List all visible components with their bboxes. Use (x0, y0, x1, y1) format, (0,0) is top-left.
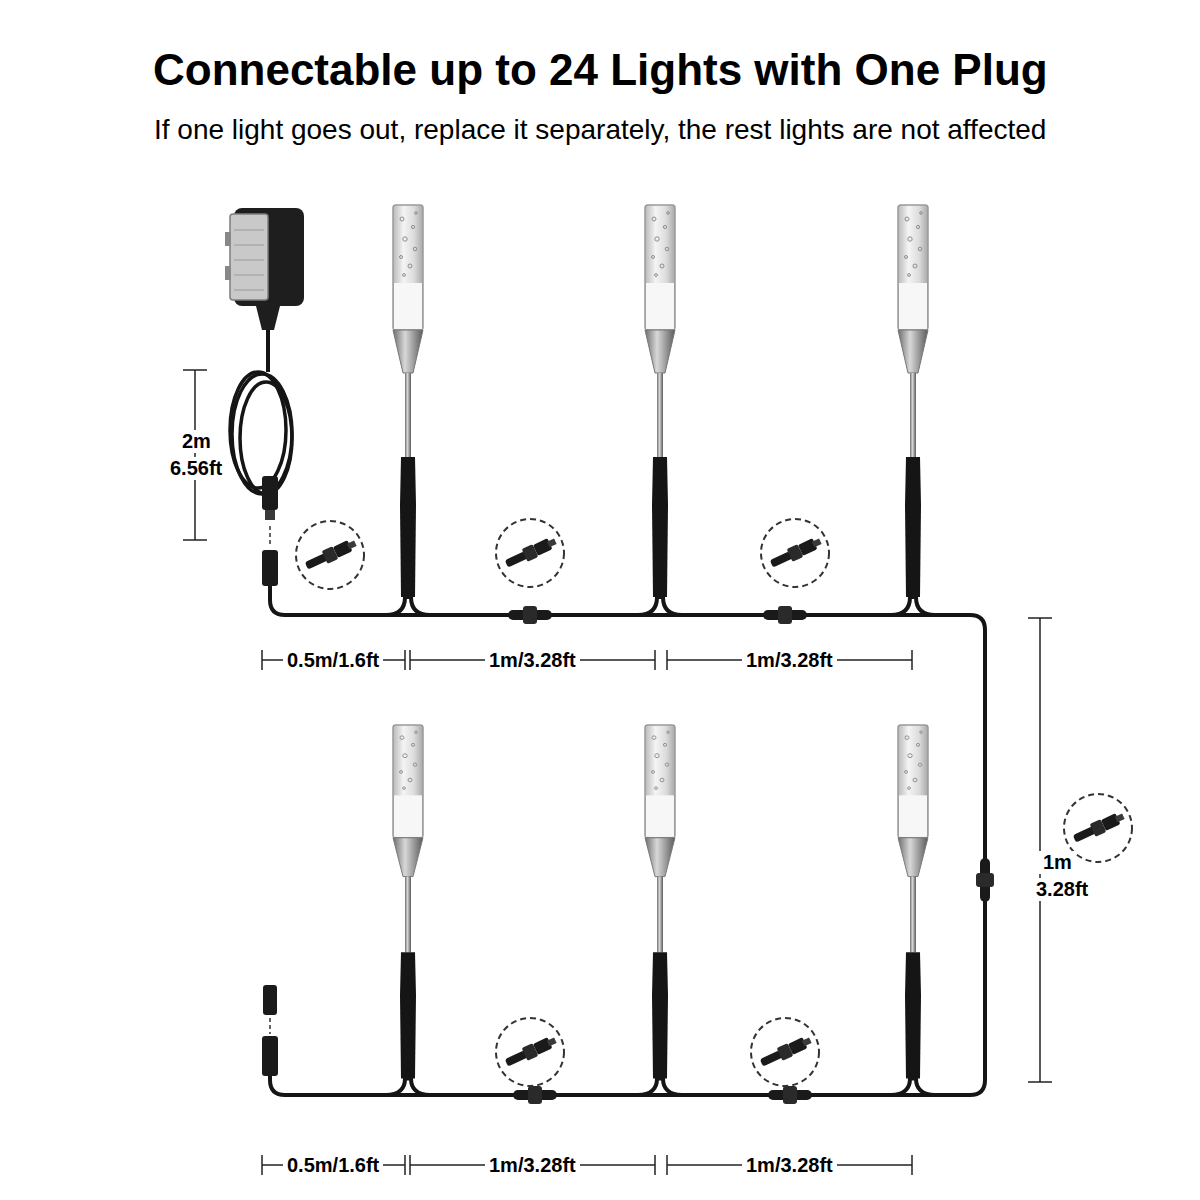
end-cap (262, 985, 278, 1076)
dimension-line (183, 370, 1052, 1175)
dimension-label: 3.28ft (1032, 878, 1092, 901)
wire (270, 585, 985, 1095)
dimension-label: 0.5m/1.6ft (283, 1154, 383, 1177)
dimension-label: 1m/3.28ft (485, 649, 580, 672)
inline-connector (508, 606, 994, 1104)
title: Connectable up to 24 Lights with One Plu… (153, 45, 1048, 96)
subtitle: If one light goes out, replace it separa… (154, 114, 1046, 146)
dimension-label: 2m (178, 430, 215, 453)
dimension-label: 1m/3.28ft (742, 1154, 837, 1177)
power-adapter (225, 208, 304, 586)
dimension-label: 1m/3.28ft (485, 1154, 580, 1177)
connector-zoom (296, 519, 1132, 1086)
garden-light (386, 205, 935, 1095)
dimension-label: 0.5m/1.6ft (283, 649, 383, 672)
dimension-label: 6.56ft (166, 457, 226, 480)
dimension-label: 1m/3.28ft (742, 649, 837, 672)
dimension-label: 1m (1039, 851, 1076, 874)
